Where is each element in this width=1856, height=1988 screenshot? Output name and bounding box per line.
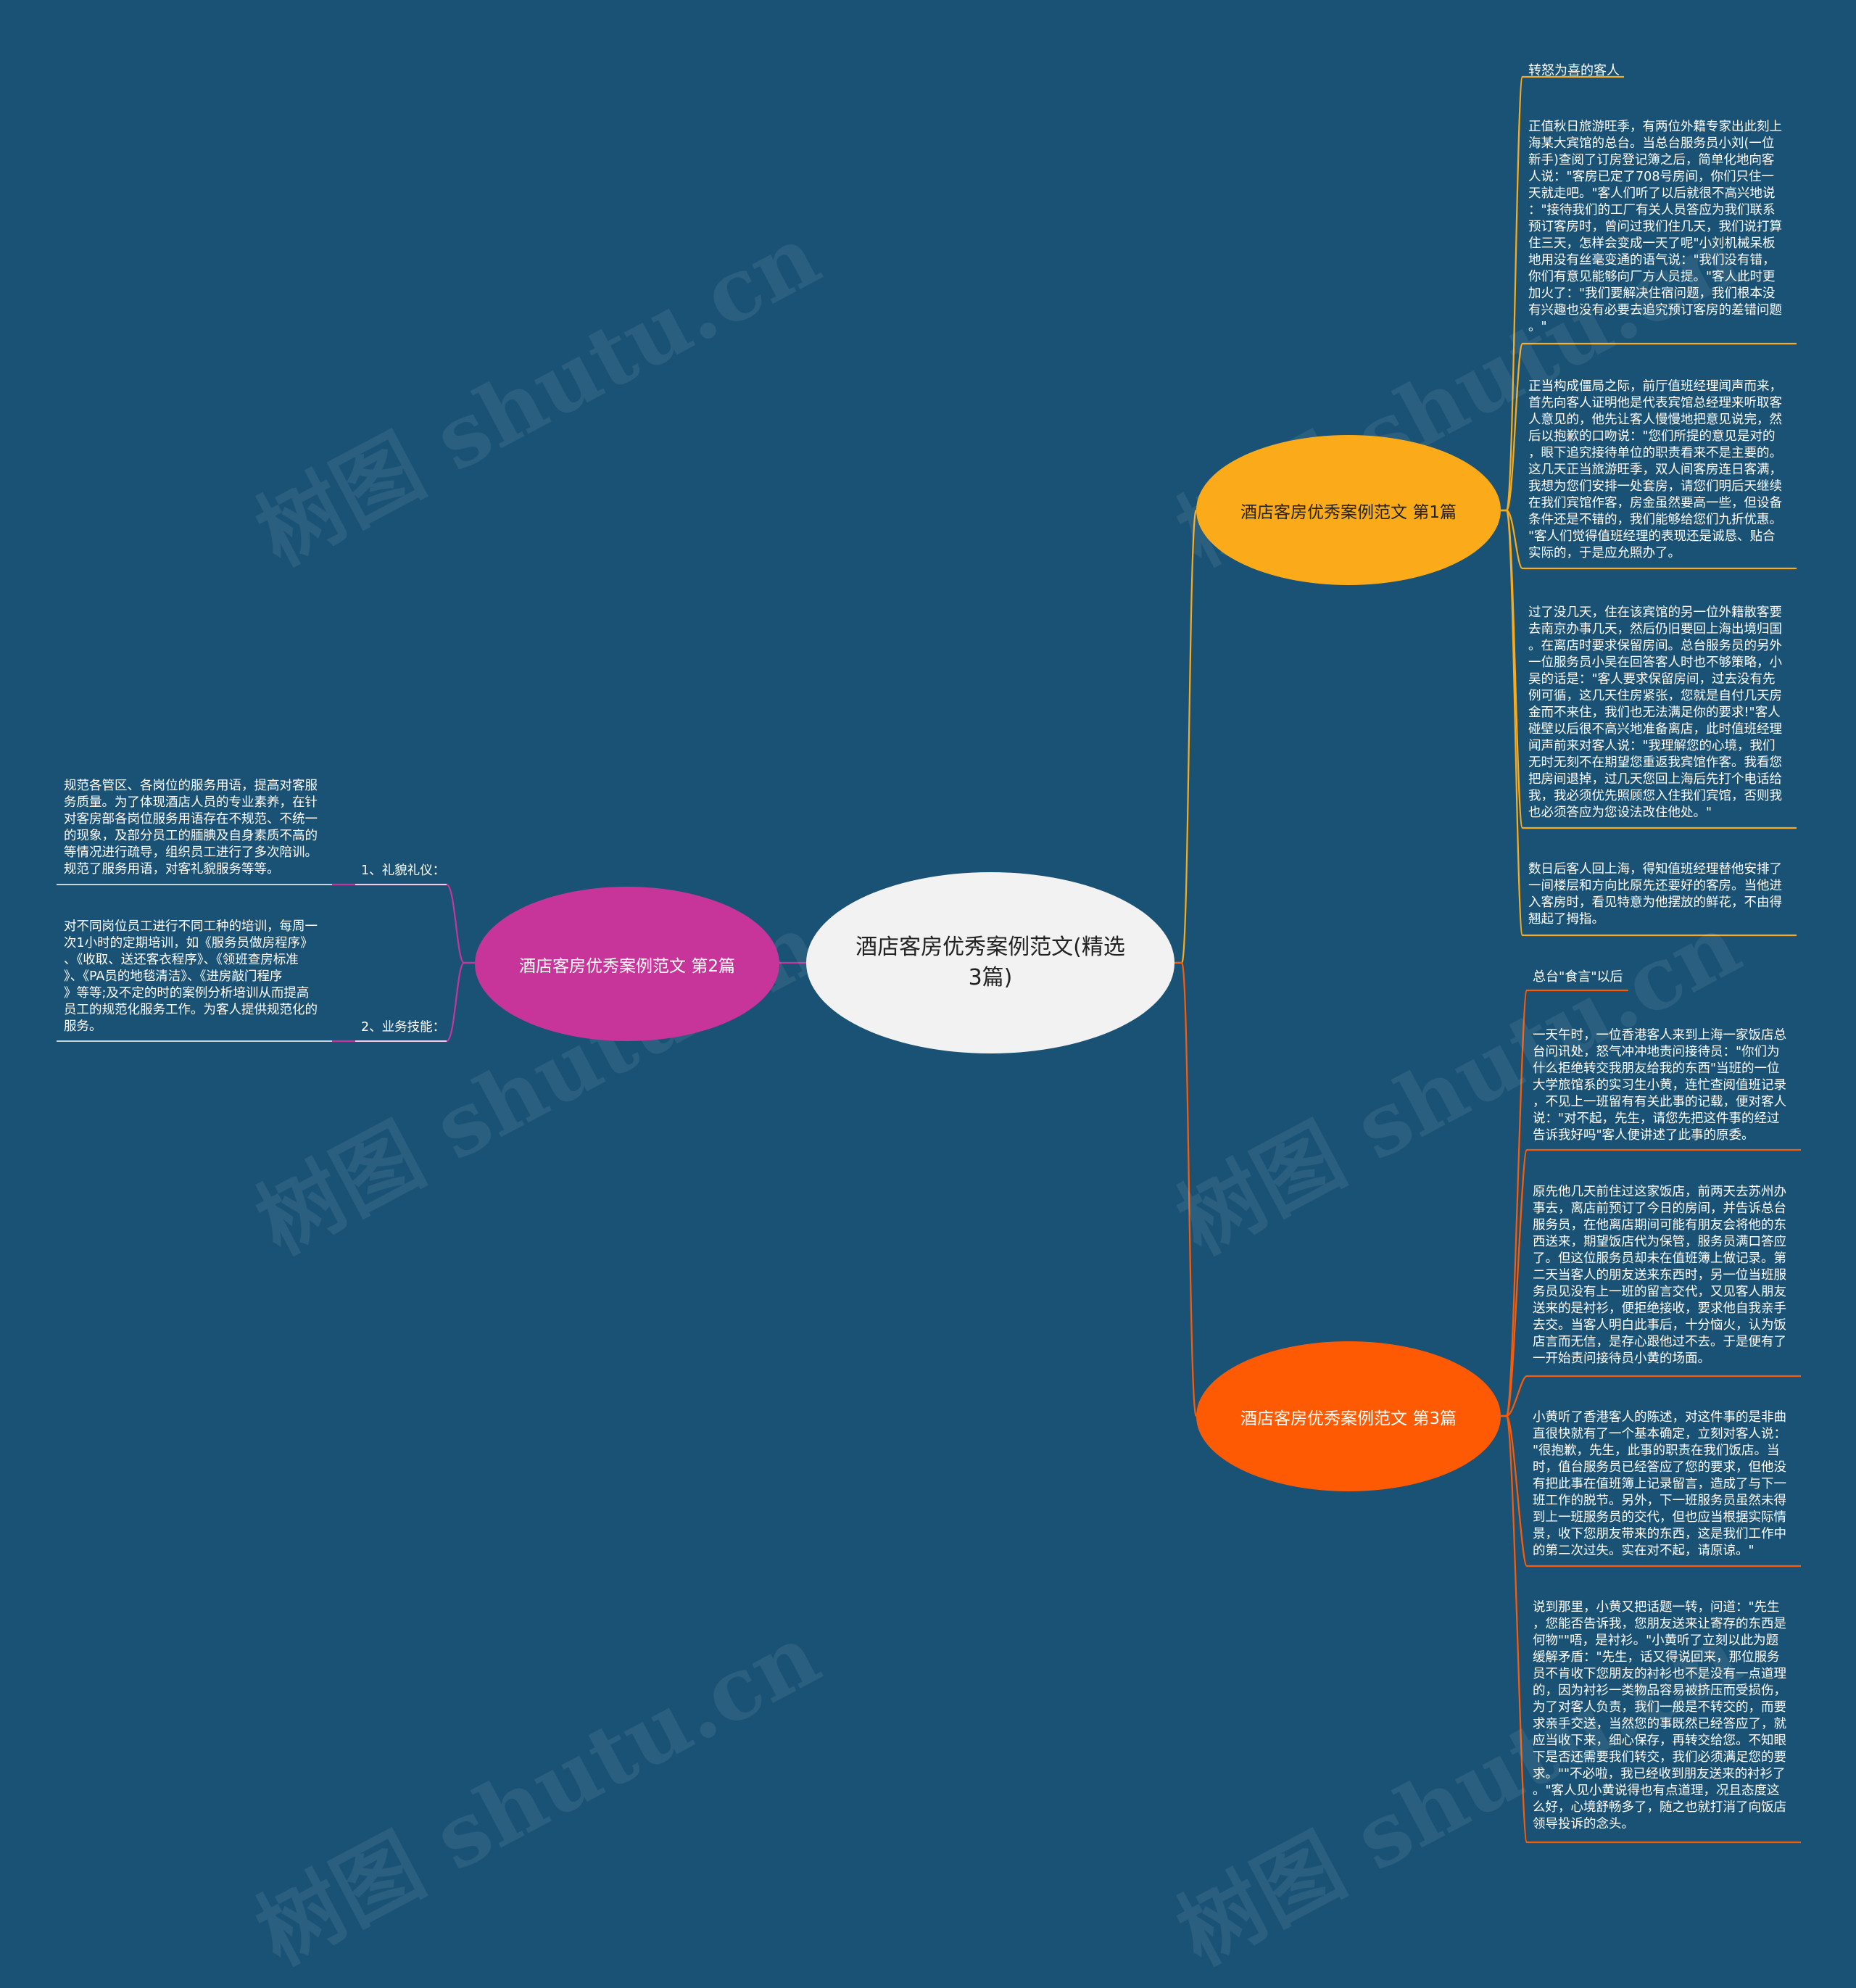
leaf-paragraph[interactable]: 过了没几天，住在该宾馆的另一位外籍散客要 去南京办事几天，然后仍旧要回上海出境归… — [1528, 605, 1782, 820]
connector-b3-p3 — [1501, 1415, 1801, 1567]
item-text-2[interactable]: 对不同岗位员工进行不同工种的培训，每周一 次1小时的定期培训，如《服务员做房程序… — [64, 919, 318, 1034]
root-label: 酒店客房优秀案例范文(精选3篇) — [856, 935, 1125, 990]
branch-node-1[interactable]: 酒店客房优秀案例范文 第1篇 — [1196, 435, 1501, 585]
connector-b3-p1 — [1501, 1148, 1801, 1417]
connector-b2-item1 — [355, 883, 475, 964]
connector-b2-item2 — [355, 961, 475, 1043]
mindmap-connectors — [57, 75, 1801, 1844]
branch-label: 酒店客房优秀案例范文 第3篇 — [1240, 1409, 1457, 1428]
leaf-paragraph[interactable]: 数日后客人回上海，得知值班经理替他安排了 一间楼层和方向比原先还要好的客房。当他… — [1528, 862, 1782, 927]
connector-b1-p4 — [1501, 509, 1797, 937]
connector-b1-title — [1501, 75, 1624, 512]
branch-node-3[interactable]: 酒店客房优秀案例范文 第3篇 — [1196, 1341, 1501, 1491]
leaf-paragraph[interactable]: 说到那里，小黄又把话题一转，问道："先生 ，您能否告诉我，您朋友送来让寄存的东西… — [1533, 1600, 1786, 1831]
leaf-paragraph[interactable]: 正当构成僵局之际，前厅值班经理闻声而来， 首先向客人证明他是代表宾馆总经理来听取… — [1528, 379, 1782, 560]
item-label-1[interactable]: 1、礼貌礼仪： — [361, 863, 446, 878]
branch-label: 酒店客房优秀案例范文 第1篇 — [1240, 502, 1457, 522]
leaf-title-3[interactable]: 总台"食言"以后 — [1533, 969, 1623, 985]
leaf-paragraph[interactable]: 一天午时，一位香港客人来到上海一家饭店总 台问讯处，怒气冲冲地责问接待员："你们… — [1533, 1028, 1786, 1143]
connector-root-branch3 — [1174, 961, 1198, 1417]
connector-root-branch1 — [1174, 509, 1198, 964]
item-label-2[interactable]: 2、业务技能： — [361, 1020, 446, 1035]
item-text-1[interactable]: 规范各管区、各岗位的服务用语，提高对客服 务质量。为了体现酒店人员的专业素养，在… — [64, 779, 318, 877]
leaf-paragraph[interactable]: 正值秋日旅游旺季，有两位外籍专家出此刻上 海某大宾馆的总台。当总台服务员小刘(一… — [1528, 120, 1782, 334]
leaf-paragraph[interactable]: 小黄听了香港客人的陈述，对这件事的是非曲 直很快就有了一个基本确定，立刻对客人说… — [1533, 1410, 1786, 1558]
leaf-paragraph[interactable]: 原先他几天前住过这家饭店，前两天去苏州办 事去，离店前预订了今日的房间，并告诉总… — [1533, 1185, 1786, 1366]
leaf-title-1[interactable]: 转怒为喜的客人 — [1528, 63, 1620, 78]
connector-b3-p4 — [1501, 1415, 1801, 1844]
branch-node-2[interactable]: 酒店客房优秀案例范文 第2篇 — [475, 887, 779, 1041]
connector-b1-p1 — [1501, 342, 1797, 512]
branch-label: 酒店客房优秀案例范文 第2篇 — [519, 956, 735, 976]
root-node[interactable]: 酒店客房优秀案例范文(精选3篇) — [806, 872, 1174, 1053]
